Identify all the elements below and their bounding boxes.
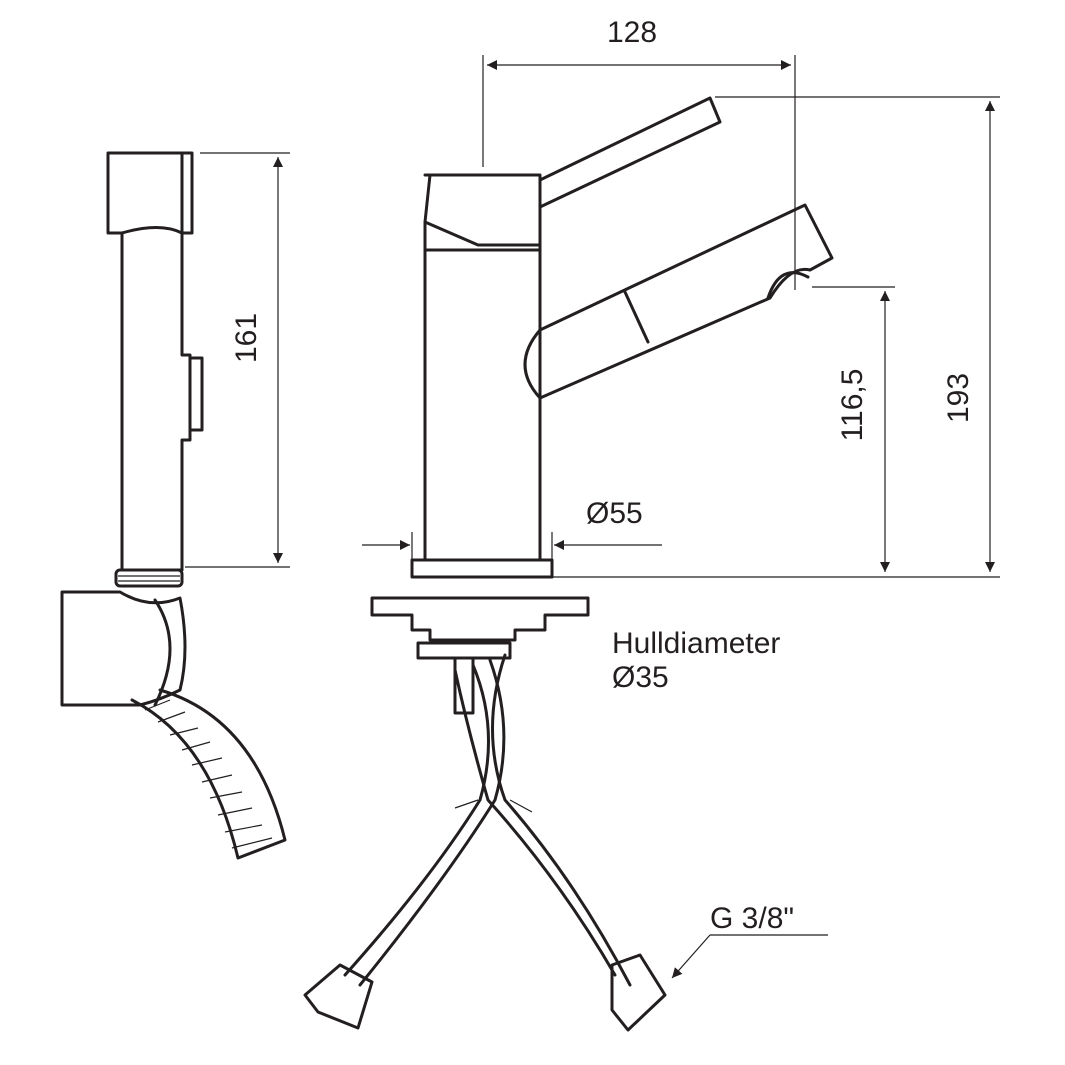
thread-label: G 3/8" bbox=[710, 902, 794, 935]
faucet bbox=[303, 96, 834, 1032]
hand-shower bbox=[60, 151, 287, 860]
dim-spout-height-label: 116,5 bbox=[836, 369, 869, 442]
hole-label: Hulldiameter bbox=[612, 627, 780, 660]
dim-width-label: 128 bbox=[607, 16, 657, 49]
dim-total-height-label: 193 bbox=[942, 373, 975, 423]
dim-hand-shower-label: 161 bbox=[230, 313, 263, 363]
dim-base-diameter-label: Ø55 bbox=[586, 497, 643, 530]
hose-ribbing bbox=[144, 699, 273, 849]
hole-diameter-label: Ø35 bbox=[612, 661, 669, 694]
hose bbox=[130, 688, 287, 860]
dimension-lines bbox=[185, 55, 1000, 979]
